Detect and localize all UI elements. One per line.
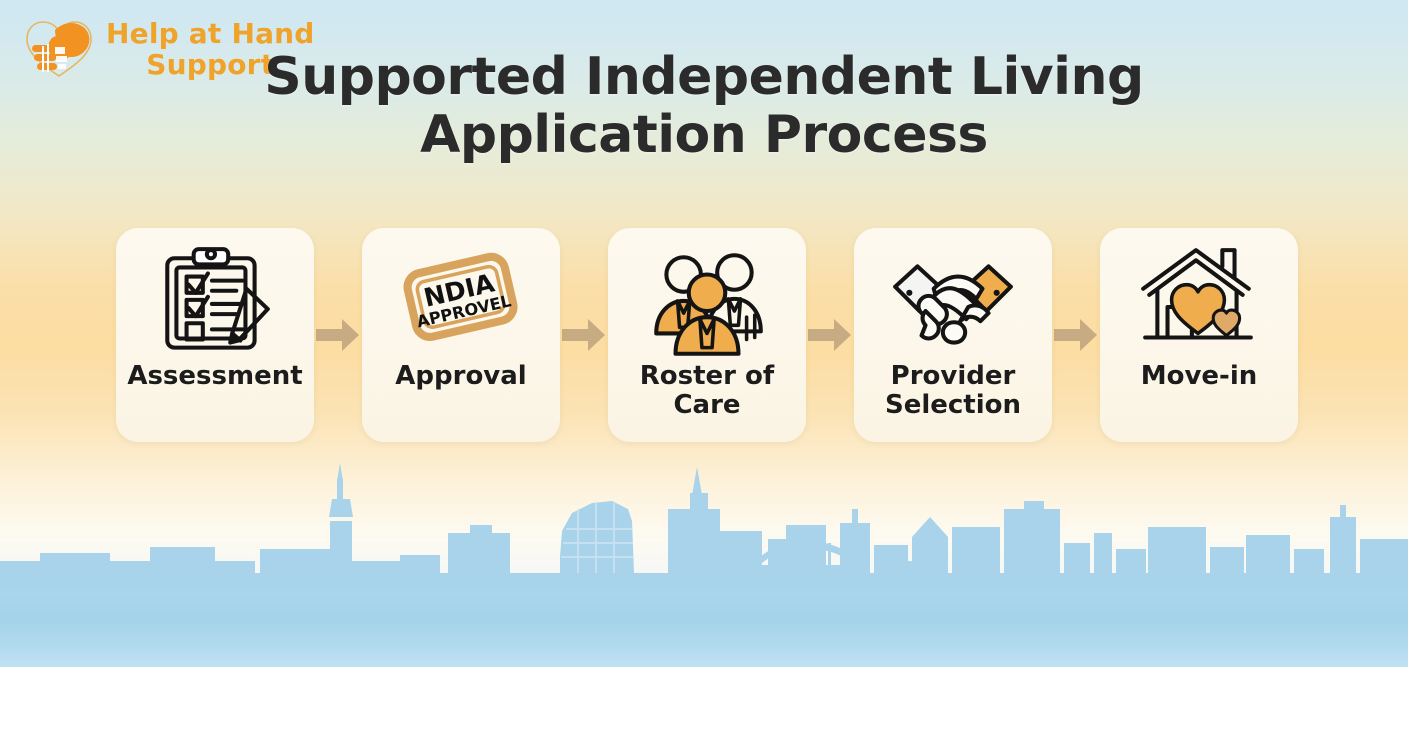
process-steps-row: Assessment NDIA APPROVEL Approval	[116, 228, 1298, 442]
city-skyline-illustration	[0, 463, 1408, 601]
step-label-roster-of-care: Roster of Care	[609, 361, 805, 421]
page-title-line2: Application Process	[420, 105, 988, 166]
right-arrow-icon	[562, 319, 605, 351]
process-arrow-2	[560, 228, 608, 442]
step-card-assessment[interactable]: Assessment	[116, 228, 314, 442]
step-card-provider-selection[interactable]: Provider Selection	[854, 228, 1052, 442]
process-arrow-1	[314, 228, 362, 442]
right-arrow-icon	[1054, 319, 1097, 351]
step-label-line2: Selection	[884, 390, 1022, 421]
step-label-approval: Approval	[395, 361, 527, 391]
brand-name-line2: Support	[146, 48, 275, 81]
right-arrow-icon	[316, 319, 359, 351]
clipboard-checklist-pencil-icon	[149, 242, 281, 360]
clasping-hands-heart-icon	[26, 21, 92, 77]
process-arrow-4	[1052, 228, 1100, 442]
step-label-line2: Care	[673, 390, 741, 421]
handshake-icon	[887, 242, 1019, 360]
brand-name-line1: Help at Hand	[106, 16, 315, 50]
brand-name: Help at Hand Support	[106, 16, 315, 81]
step-card-approval[interactable]: NDIA APPROVEL Approval	[362, 228, 560, 442]
page-title-line1: Supported Independent Living	[264, 47, 1144, 107]
page-footer-whitespace	[0, 667, 1408, 736]
house-with-hearts-icon	[1133, 242, 1265, 360]
three-people-group-icon	[641, 242, 773, 360]
page-title: Supported Independent Living Application…	[0, 47, 1408, 166]
step-label-line1: Provider	[890, 361, 1016, 391]
brand-logo[interactable]: Help at Hand Support	[22, 16, 315, 82]
step-label-move-in: Move-in	[1140, 361, 1258, 391]
step-label-assessment: Assessment	[127, 361, 303, 391]
step-label-provider-selection: Provider Selection	[855, 361, 1051, 421]
step-label-line1: Roster of	[639, 361, 775, 391]
ndia-approval-stamp-icon: NDIA APPROVEL	[395, 242, 527, 360]
step-card-move-in[interactable]: Move-in	[1100, 228, 1298, 442]
step-card-roster-of-care[interactable]: Roster of Care	[608, 228, 806, 442]
water-band	[0, 589, 1408, 667]
process-arrow-3	[806, 228, 854, 442]
right-arrow-icon	[808, 319, 851, 351]
infographic-canvas: Help at Hand Support Supported Independe…	[0, 0, 1408, 667]
